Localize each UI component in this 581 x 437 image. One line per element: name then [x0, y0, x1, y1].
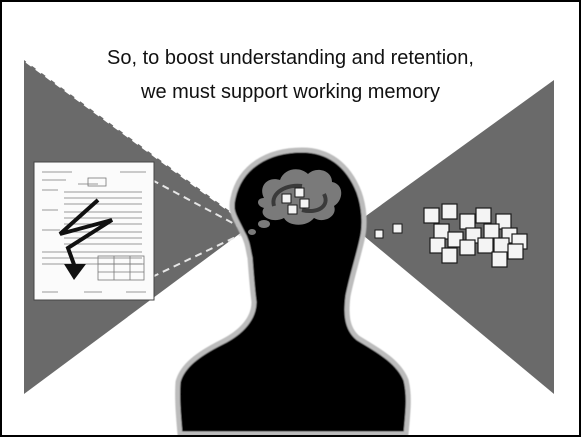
- zigzag-arrowhead: [64, 264, 86, 280]
- dashed-line-top: [151, 179, 243, 229]
- caption-line-1: So, to boost understanding and retention…: [107, 47, 474, 69]
- info-square-icon: [483, 223, 500, 240]
- info-square-icon: [441, 247, 458, 264]
- document-icon: [33, 161, 155, 301]
- info-square-icon: [374, 229, 384, 239]
- caption-line-2: we must support working memory: [141, 81, 440, 103]
- dashed-line-bottom: [151, 233, 243, 278]
- thought-cloud-icon: [248, 169, 342, 235]
- left-cone-dashed-edge: [25, 61, 249, 226]
- info-square-icon: [441, 203, 458, 220]
- info-square-icon: [392, 223, 403, 234]
- info-square-icon: [459, 239, 476, 256]
- info-square-icon: [433, 223, 450, 240]
- info-square-icon: [287, 204, 298, 215]
- head-silhouette-icon: [175, 147, 411, 435]
- info-square-icon: [475, 207, 492, 224]
- info-square-icon: [281, 193, 292, 204]
- info-square-icon: [429, 237, 446, 254]
- info-square-icon: [493, 237, 510, 254]
- info-square-icon: [477, 237, 494, 254]
- info-square-icon: [299, 198, 310, 209]
- info-square-icon: [491, 251, 508, 268]
- incoming-squares: [374, 203, 528, 268]
- info-square-icon: [507, 243, 524, 260]
- info-square-icon: [294, 187, 305, 198]
- info-square-icon: [459, 213, 476, 230]
- info-square-icon: [423, 207, 440, 224]
- zigzag-arrow: [58, 198, 114, 271]
